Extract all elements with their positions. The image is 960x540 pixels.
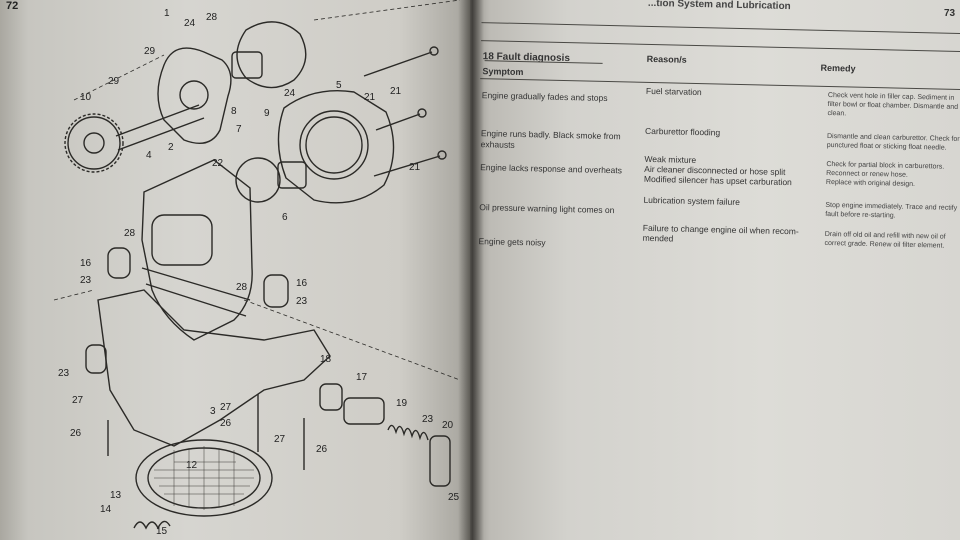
callout-27b: 27 xyxy=(274,434,286,445)
symptom-cell: Engine gradually fades and stops xyxy=(481,90,608,103)
top-rule xyxy=(481,22,960,34)
right-page xyxy=(470,0,960,540)
reason-cell: mended xyxy=(642,232,674,244)
callout-29a: 29 xyxy=(144,46,156,57)
callout-25: 25 xyxy=(448,492,460,503)
callout-29b: 29 xyxy=(108,76,120,87)
symptom-cell: Oil pressure warning light comes on xyxy=(479,202,615,216)
callout-28c: 28 xyxy=(236,282,248,293)
callout-27c: 27 xyxy=(220,402,232,413)
pump-body xyxy=(141,159,253,341)
callout-23a: 23 xyxy=(80,275,92,286)
remedy-cell: correct grade. Renew oil filter element. xyxy=(824,239,945,250)
callout-6: 6 xyxy=(282,212,288,223)
callout-20: 20 xyxy=(442,420,454,431)
reason-cell: Fuel starvation xyxy=(645,85,702,98)
remedy-cell: punctured float or sticking float needle… xyxy=(826,141,947,152)
callout-16b: 16 xyxy=(296,278,308,289)
valve-plunger xyxy=(343,397,385,425)
callout-14: 14 xyxy=(100,504,112,515)
pump-housing xyxy=(277,90,395,204)
remedy-cell: fault before re-starting. xyxy=(825,210,896,220)
callout-23d: 23 xyxy=(422,414,434,425)
oil-strainer xyxy=(135,439,273,517)
callout-12: 12 xyxy=(186,460,198,471)
column-rule xyxy=(480,78,960,90)
reason-cell: Modified silencer has upset carburation xyxy=(643,173,792,188)
bolt-21b xyxy=(375,113,421,131)
callout-27a: 27 xyxy=(72,395,84,406)
inner-rotor xyxy=(231,51,263,79)
callout-21c: 21 xyxy=(409,162,421,173)
symptom-cell: exhausts xyxy=(480,139,515,150)
valve-cap xyxy=(429,435,451,487)
pump-cover xyxy=(157,47,232,144)
right-page-number: 73 xyxy=(944,8,956,19)
reason-cell: Carburettor flooding xyxy=(644,125,721,138)
symptom-cell: Engine gets noisy xyxy=(478,236,546,248)
callout-10: 10 xyxy=(80,92,92,103)
bolt-21c xyxy=(373,155,441,177)
callout-2: 2 xyxy=(168,142,174,153)
valve-sleeve xyxy=(319,383,343,411)
reason-cell: Lubrication system failure xyxy=(643,194,740,207)
callout-19: 19 xyxy=(396,398,408,409)
callout-17: 17 xyxy=(356,372,368,383)
callout-5: 5 xyxy=(336,80,342,91)
remedy-cell: filter bowl or float chamber. Dismantle … xyxy=(827,100,959,111)
valve-spring xyxy=(387,424,429,441)
drive-gear xyxy=(67,116,121,170)
callout-21b: 21 xyxy=(364,92,376,103)
callout-26c: 26 xyxy=(316,444,328,455)
callout-23b: 23 xyxy=(296,296,308,307)
base-plate xyxy=(97,289,331,447)
spacer-low xyxy=(85,344,107,374)
scavenge-rotor xyxy=(235,157,281,203)
callout-21a: 21 xyxy=(390,86,402,97)
remedy-cell: Replace with original design. xyxy=(825,178,916,188)
callout-8: 8 xyxy=(231,106,237,117)
callout-23c: 23 xyxy=(58,368,70,379)
callout-1: 1 xyxy=(164,8,170,19)
callout-24a: 24 xyxy=(184,18,196,29)
callout-16a: 16 xyxy=(80,258,92,269)
strainer-spring xyxy=(133,520,171,530)
callout-13: 13 xyxy=(110,490,122,501)
callout-24b: 24 xyxy=(284,88,296,99)
spacer-right xyxy=(263,274,289,308)
outer-rotor xyxy=(236,21,307,89)
callout-26b: 26 xyxy=(70,428,82,439)
callout-3: 3 xyxy=(210,406,216,417)
symptom-column-header: Symptom xyxy=(482,66,524,78)
pump-shaft xyxy=(115,104,205,151)
callout-9: 9 xyxy=(264,108,270,119)
callout-4: 4 xyxy=(146,150,152,161)
left-page-number: 72 xyxy=(6,0,19,12)
header-rule xyxy=(481,40,960,52)
callout-22: 22 xyxy=(212,158,224,169)
remedy-cell: clean. xyxy=(827,109,847,118)
spacer-left xyxy=(107,247,131,279)
oil-pump-exploded-diagram: 1 28 24 29 8 9 29 10 4 2 5 24 21 21 7 22… xyxy=(53,0,460,537)
remedy-column-header: Remedy xyxy=(820,62,856,74)
callout-28b: 28 xyxy=(124,228,136,239)
left-page: 72 xyxy=(0,0,470,540)
book-gutter xyxy=(458,0,484,540)
callout-28a: 28 xyxy=(206,12,218,23)
callout-15: 15 xyxy=(156,526,168,537)
chapter-heading: ...tion System and Lubrication xyxy=(647,0,791,13)
reason-column-header: Reason/s xyxy=(646,53,687,65)
symptom-cell: Engine lacks response and overheats xyxy=(480,162,623,176)
bolt-21a xyxy=(363,51,433,77)
callout-7: 7 xyxy=(236,124,242,135)
callout-26a: 26 xyxy=(220,418,232,429)
callout-18: 18 xyxy=(320,354,332,365)
fault-diagnosis-section: ...tion System and Lubrication 18 Fault … xyxy=(466,0,960,540)
